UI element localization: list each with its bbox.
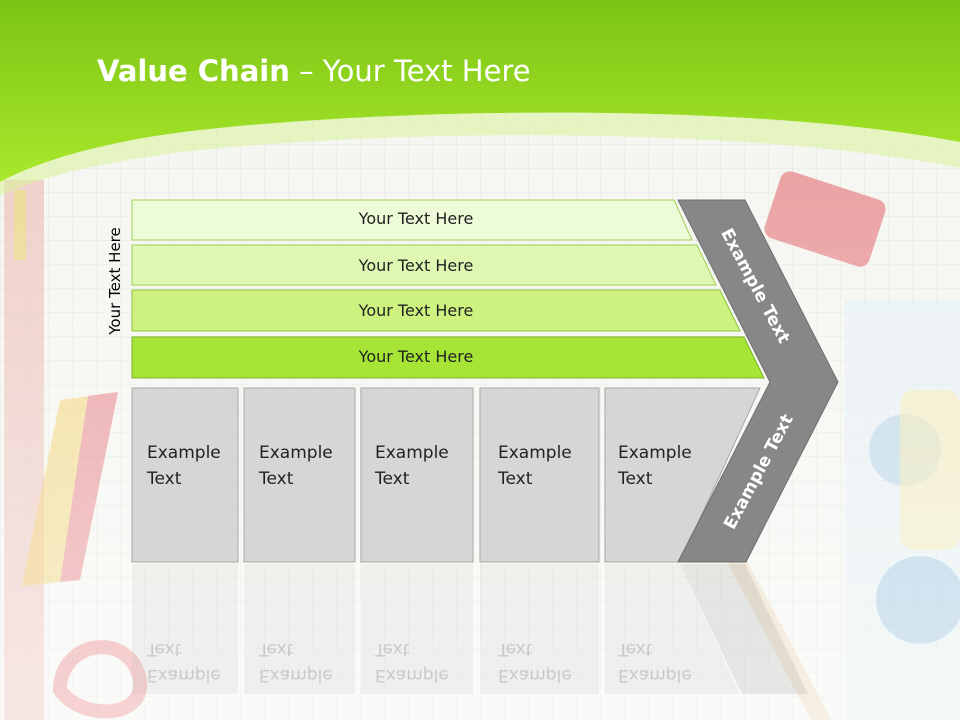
page-title: Value Chain – Your Text Here (97, 54, 531, 88)
box-2-shape (243, 387, 356, 563)
bar-3-shape (131, 289, 741, 332)
bar-4-shape (131, 336, 765, 379)
bar-2-shape (131, 244, 717, 286)
box-2-line2: Text (259, 469, 294, 489)
bar-1-label: Your Text Here (358, 209, 474, 228)
box-2-line1: Example (259, 443, 333, 463)
box-5-line2: Text (618, 469, 653, 489)
bar-1-shape (131, 199, 693, 241)
chevron-shape (677, 199, 839, 563)
box-4-line1: Example (498, 443, 572, 463)
box-5-line1: Example (618, 443, 692, 463)
box-1-line1: Example (147, 443, 221, 463)
box-3-line2: Text (375, 469, 410, 489)
header-swoosh (0, 112, 960, 196)
title-rest: – Your Text Here (289, 54, 531, 88)
box-3-shape (360, 387, 474, 563)
box-3-line1: Example (375, 443, 449, 463)
box-4-shape (479, 387, 600, 563)
bar-4-label: Your Text Here (358, 347, 474, 366)
bar-2-label: Your Text Here (358, 256, 474, 275)
box-1-line2: Text (147, 469, 182, 489)
title-bold: Value Chain (97, 54, 290, 88)
header-band (0, 0, 960, 182)
box-1-shape (131, 387, 239, 563)
box-4-line2: Text (498, 469, 533, 489)
boxes-reflection (132, 564, 808, 694)
bar-3-label: Your Text Here (358, 301, 474, 320)
